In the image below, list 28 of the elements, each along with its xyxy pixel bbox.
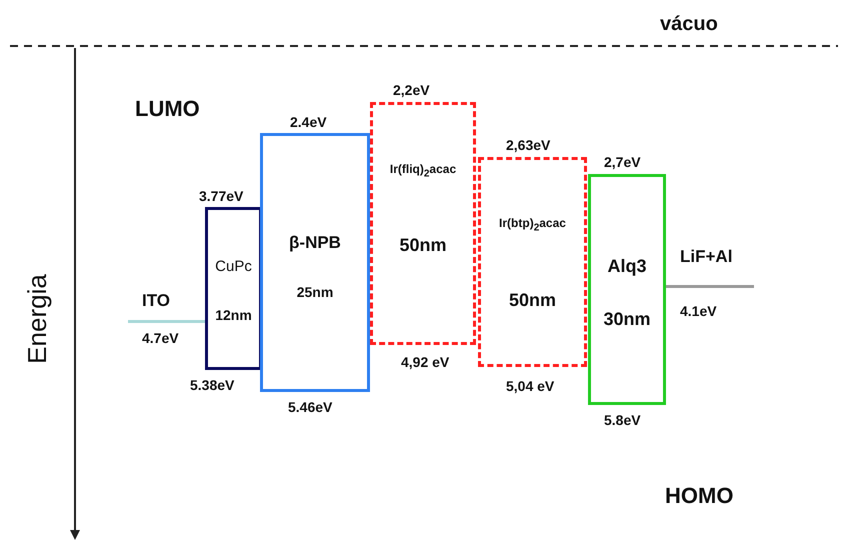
- layer-label: 25nm: [296, 285, 334, 299]
- electrode-label: LiF+Al: [680, 248, 732, 265]
- energy-value: 4.7eV: [142, 331, 179, 345]
- layer-label: β-NPB: [289, 234, 341, 251]
- energy-value: 5.8eV: [604, 413, 641, 427]
- layer-label: 50nm: [508, 291, 556, 309]
- layer-label: Ir(fliq)$_{2}$acac: [390, 163, 456, 180]
- layer-label: Alq3: [608, 257, 646, 275]
- layer-label: CuPc: [215, 259, 252, 274]
- axis-label: Energia: [24, 274, 50, 364]
- layer-label: 12nm: [215, 308, 252, 322]
- energy-value: 2,2eV: [393, 83, 430, 97]
- energy-value: 5,04 eV: [506, 379, 554, 393]
- energy-value: 4,92 eV: [401, 355, 450, 369]
- energy-value: 5.46eV: [288, 400, 332, 414]
- layer-label: Ir(btp)$_{2}$acac: [499, 217, 566, 234]
- energy-value: 5.38eV: [190, 378, 234, 392]
- level-label: LUMO: [135, 98, 200, 120]
- energy-value: 2,7eV: [604, 155, 641, 169]
- layer-label: 30nm: [603, 310, 651, 328]
- energy-value: 2,63eV: [506, 138, 550, 152]
- electrode-label: ITO: [142, 292, 170, 309]
- layer-label: 50nm: [399, 236, 447, 254]
- level-label: HOMO: [665, 485, 734, 507]
- energy-value: 4.1eV: [680, 304, 717, 318]
- energy-value: 3.77eV: [199, 189, 244, 203]
- vacuum-label: vácuo: [660, 14, 718, 34]
- energy-value: 2.4eV: [290, 115, 327, 129]
